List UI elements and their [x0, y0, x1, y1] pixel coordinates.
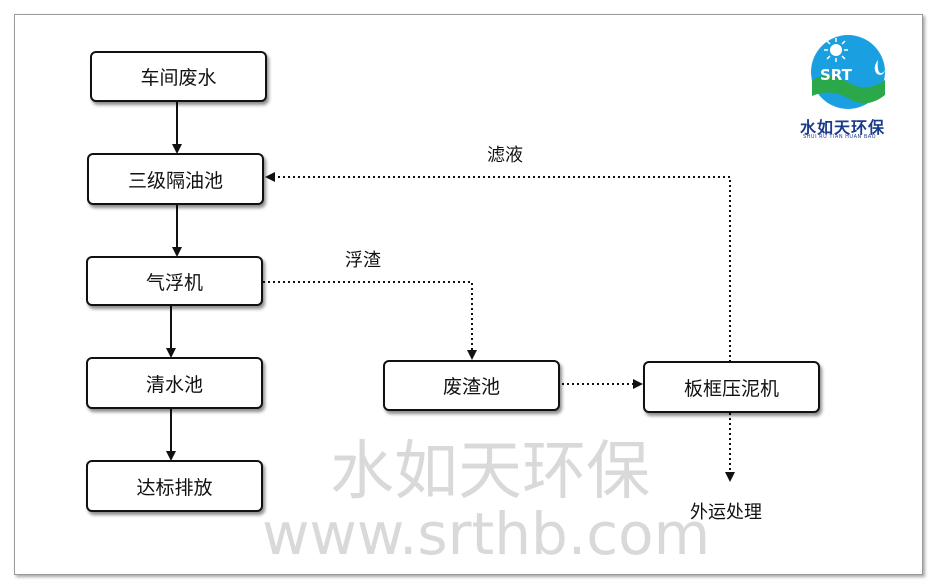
node-slag-tank: 废渣池: [383, 360, 560, 411]
node-workshop-wastewater: 车间废水: [90, 51, 267, 102]
node-filter-press: 板框压泥机: [643, 361, 820, 413]
watermark-name: 水如天环保: [330, 435, 650, 509]
arrow-flotation-to-slag: [263, 281, 477, 360]
node-discharge: 达标排放: [86, 460, 263, 512]
logo-subtitle: SHUI RU TIAN HUAN BAO: [803, 134, 877, 140]
node-clear-water-tank: 清水池: [86, 357, 263, 409]
logo-name: 水如天环保: [800, 118, 886, 137]
node-air-flotation: 气浮机: [86, 256, 263, 306]
label-scum: 浮渣: [345, 250, 381, 271]
arrow-press-to-separator: [265, 172, 731, 362]
watermark-url: www.srthb.com: [262, 500, 711, 568]
label-outbound: 外运处理: [690, 502, 762, 523]
node-oil-separator: 三级隔油池: [87, 153, 264, 205]
label-filtrate: 滤液: [487, 145, 523, 166]
